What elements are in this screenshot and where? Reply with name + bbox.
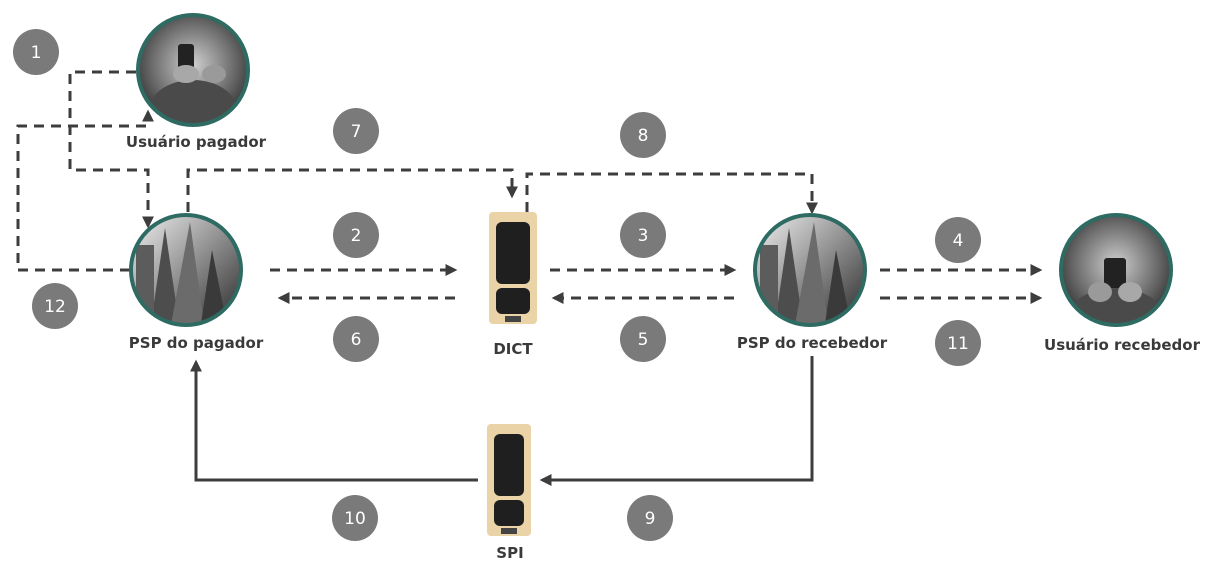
step-number: 1	[31, 43, 42, 63]
node-usuario-recebedor: Usuário recebedor	[1044, 213, 1201, 354]
step-badge-9: 9	[627, 495, 673, 541]
node-label: SPI	[496, 544, 523, 562]
arrow-step-12	[16, 109, 154, 272]
arrow-step-10	[190, 359, 478, 482]
step-badge-7: 7	[333, 108, 379, 154]
step-badge-12: 12	[32, 283, 78, 329]
step-number: 7	[351, 122, 362, 142]
node-label: PSP do pagador	[129, 334, 264, 352]
person-with-phone-photo-icon	[136, 13, 250, 127]
step-number: 9	[645, 509, 656, 529]
arrow-step-7	[186, 168, 518, 212]
step-badge-4: 4	[935, 217, 981, 263]
server-icon	[489, 212, 537, 324]
step-badge-1: 1	[13, 29, 59, 75]
arrow-step-1	[68, 70, 154, 229]
step-number: 4	[953, 231, 964, 251]
node-label: PSP do recebedor	[737, 334, 888, 352]
step-badge-2: 2	[333, 212, 379, 258]
buildings-photo-icon	[753, 213, 867, 327]
step-badge-6: 6	[333, 316, 379, 362]
step-number: 11	[947, 334, 969, 354]
step-number: 10	[344, 509, 366, 529]
node-psp-pagador: PSP do pagador	[129, 213, 264, 352]
arrow-step-8	[525, 172, 818, 215]
node-usuario-pagador: Usuário pagador	[126, 13, 267, 151]
step-number: 2	[351, 226, 362, 246]
person-with-phone-photo-icon	[1059, 213, 1173, 327]
node-label: Usuário pagador	[126, 133, 267, 151]
step-badge-10: 10	[332, 495, 378, 541]
step-badge-11: 11	[935, 320, 981, 366]
server-icon	[487, 424, 531, 536]
node-spi: SPI	[487, 424, 531, 562]
step-number: 8	[638, 126, 649, 146]
node-psp-recebedor: PSP do recebedor	[737, 213, 888, 352]
arrow-step-9	[539, 356, 814, 486]
step-number: 12	[44, 297, 66, 317]
buildings-photo-icon	[129, 213, 243, 327]
node-label: Usuário recebedor	[1044, 336, 1201, 354]
step-badge-3: 3	[620, 212, 666, 258]
step-number: 3	[638, 226, 649, 246]
node-label: DICT	[493, 340, 533, 358]
step-number: 6	[351, 330, 362, 350]
step-number: 5	[638, 330, 649, 350]
step-badge-5: 5	[620, 316, 666, 362]
node-dict: DICT	[489, 212, 537, 358]
step-badge-8: 8	[620, 112, 666, 158]
